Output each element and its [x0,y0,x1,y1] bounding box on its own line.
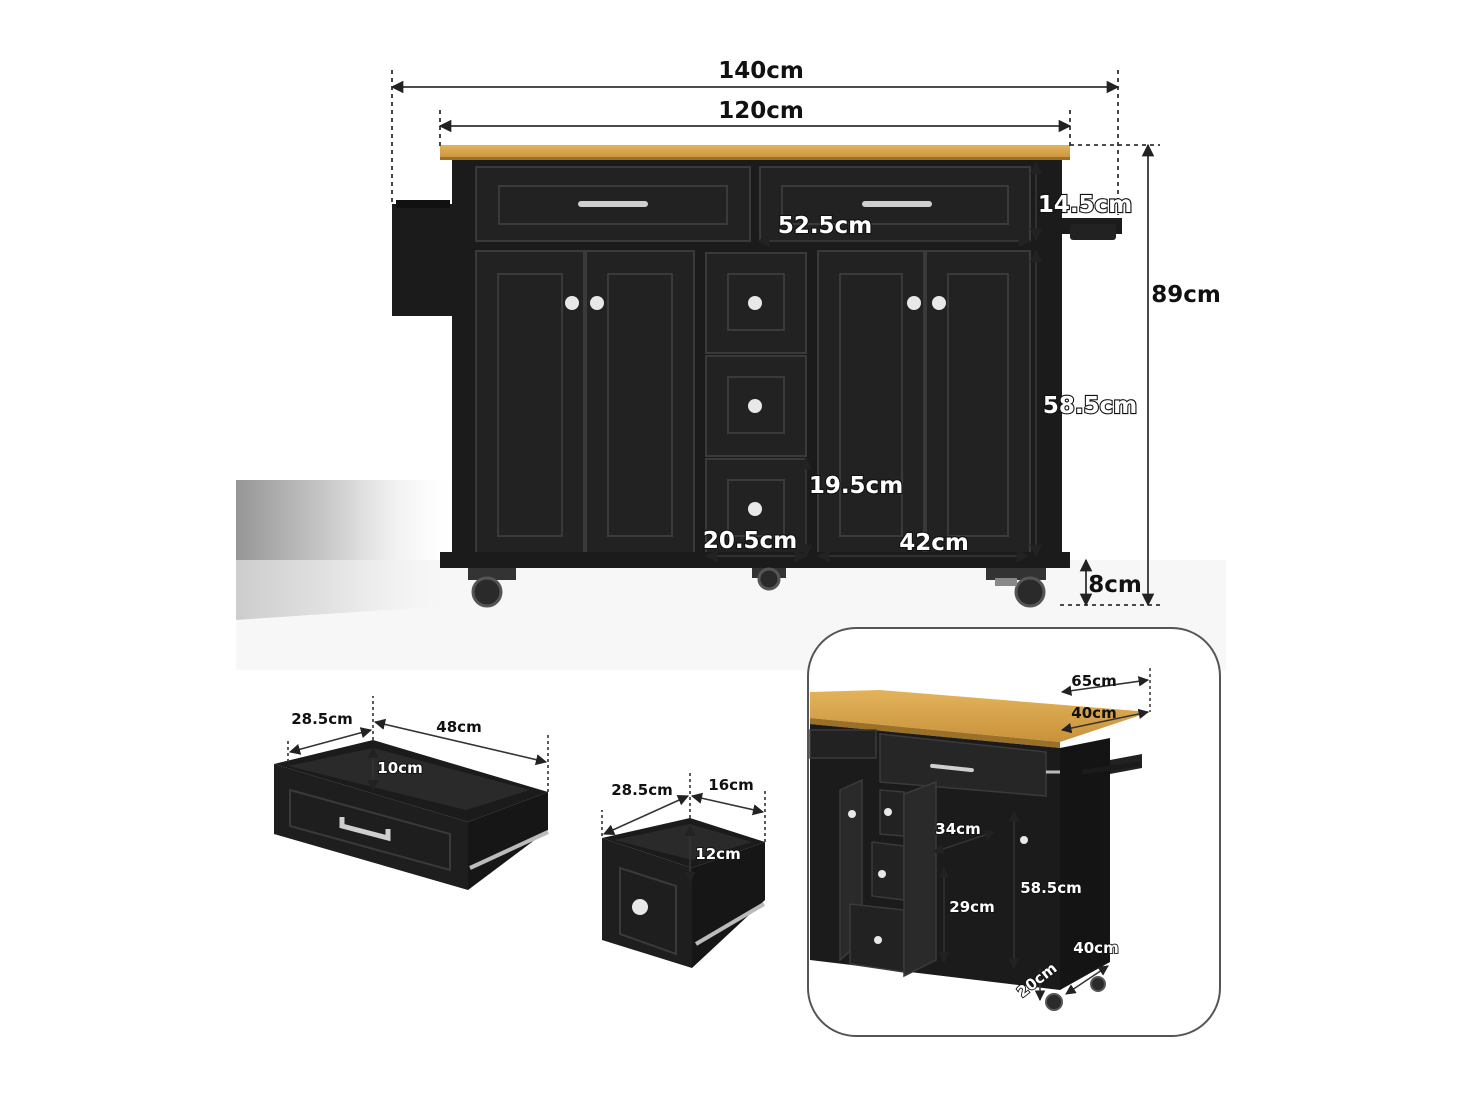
knob-icon [932,296,946,310]
total-width-label: 140cm [718,58,804,84]
cabinet-height-label: 58.5cm [1043,393,1137,419]
side-cabinet-height-label: 58.5cm [1020,879,1082,897]
small-drawer-height-label: 19.5cm [809,473,903,499]
top-drawer-height-label: 14.5cm [1038,192,1132,218]
side-view-dimensions [933,668,1151,1002]
small-drawer-height-label: 12cm [695,845,740,863]
side-depth-total-label: 65cm [1071,672,1116,690]
top-drawer-width-label: 52.5cm [778,213,872,239]
knob-icon [565,296,579,310]
knob-icon [748,296,762,310]
handle-icon [930,763,974,773]
door-width-label: 42cm [899,530,969,556]
small-drawer-width-label: 16cm [708,776,753,794]
knob-icon [1020,836,1028,844]
side-shelf-depth-label: 34cm [935,820,980,838]
top-drawer-left [475,166,751,242]
large-drawer-width-label: 48cm [436,718,481,736]
knob-icon [632,899,648,915]
knob-icon [874,936,882,944]
main-dimension-lines [390,70,1160,607]
base-plinth [440,552,1070,568]
top-drawer-right [759,166,1031,242]
main-front-view [392,145,1122,608]
knob-icon [907,296,921,310]
small-drawer-detail [602,818,766,968]
towel-bar-right [1060,218,1122,240]
spice-rack-left [392,204,454,316]
knob-icon [748,399,762,413]
knob-icon [748,502,762,516]
side-depth-top-label: 40cm [1071,704,1116,722]
total-height-label: 89cm [1151,282,1221,308]
large-drawer-depth-label: 28.5cm [291,710,353,728]
middle-drawers [705,252,807,560]
large-drawer-height-label: 10cm [377,759,422,777]
side-view-inset [807,627,1221,1037]
knob-icon [878,870,886,878]
small-drawer-depth-label: 28.5cm [611,781,673,799]
left-doors [475,250,695,560]
handle-icon [339,817,391,842]
knob-icon [590,296,604,310]
handle-icon [862,201,932,207]
knob-icon [884,808,892,816]
small-drawer-dimensions [601,770,766,884]
small-drawer-width-label: 20.5cm [703,528,797,554]
top-width-label: 120cm [718,98,804,124]
caster-height-label: 8cm [1088,572,1142,598]
casters [468,567,1046,608]
large-drawer-dimensions [287,696,549,792]
wood-top [440,145,1070,159]
side-shelf-height-label: 29cm [949,898,994,916]
knob-icon [848,810,856,818]
side-base-depth-label: 40cm [1073,939,1118,957]
handle-icon [578,201,648,207]
right-doors [817,250,1031,560]
large-drawer-detail [274,740,549,890]
